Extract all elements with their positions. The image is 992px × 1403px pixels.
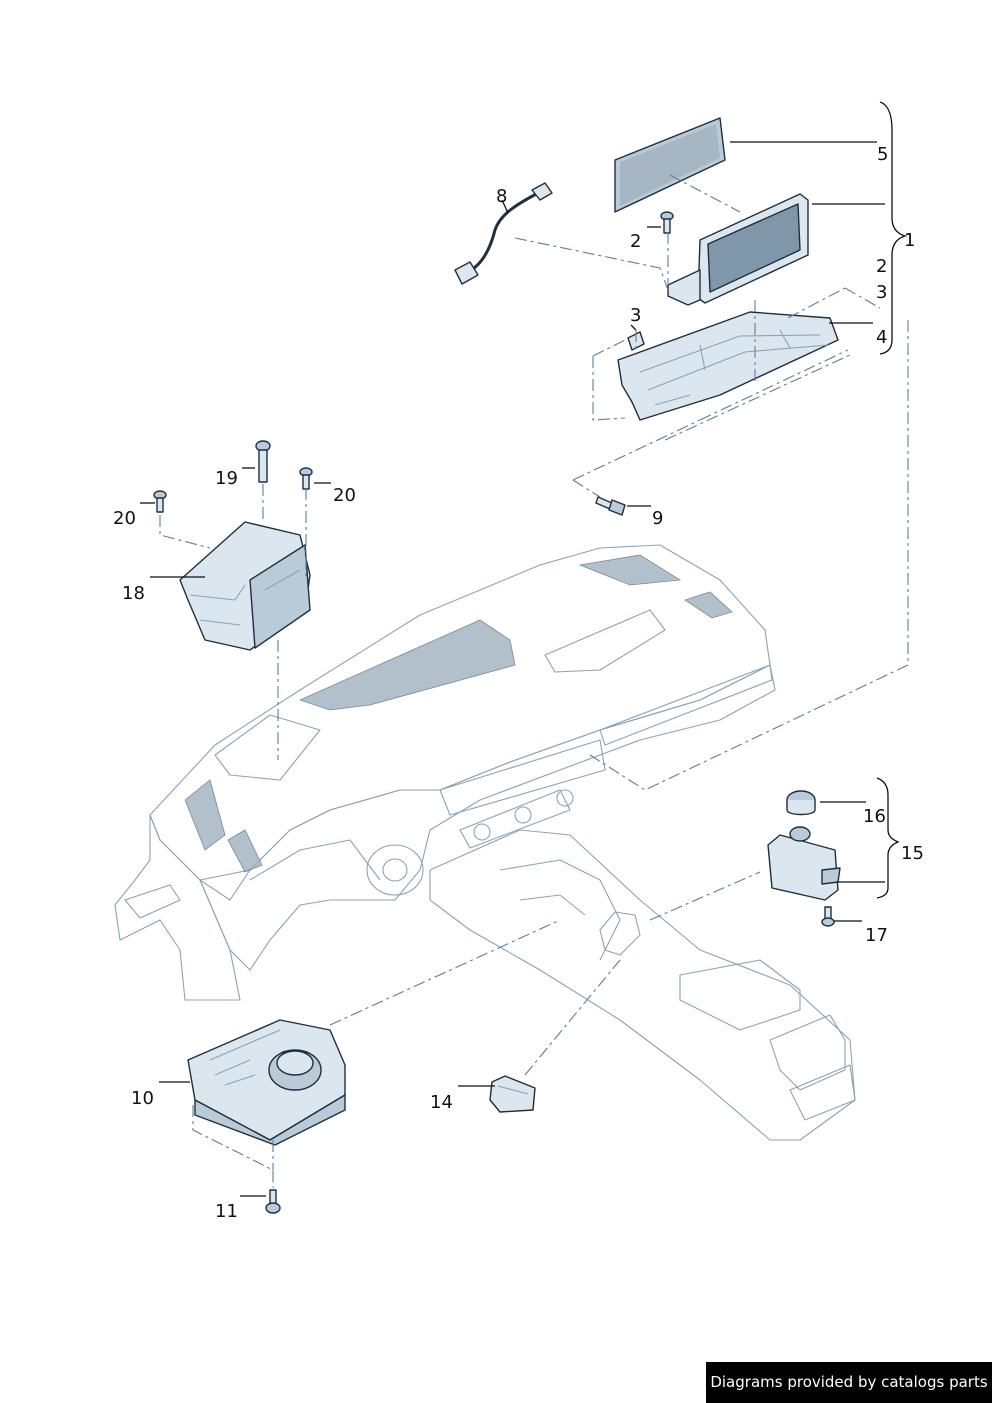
screw-part-17	[821, 906, 835, 927]
screw-part-20-right	[299, 467, 313, 490]
credit-text: Diagrams provided by catalogs parts	[710, 1373, 988, 1391]
dashboard-assembly	[114, 544, 856, 1141]
switch-part-14	[489, 1075, 536, 1113]
bolt-part-19	[255, 440, 271, 483]
callout-9: 9	[652, 508, 663, 529]
callout-8: 8	[496, 186, 507, 207]
callout-10: 10	[131, 1088, 154, 1109]
callout-20-right: 20	[333, 485, 356, 506]
display-bracket-part-4	[617, 311, 839, 421]
cable-harness-part-8	[454, 182, 553, 285]
callout-1: 1	[904, 230, 915, 251]
control-unit-part-18	[179, 521, 311, 651]
bolt-part-9	[595, 496, 626, 516]
callout-3-bracket: 3	[876, 282, 887, 303]
callout-17: 17	[865, 925, 888, 946]
callout-2-bracket: 2	[876, 256, 887, 277]
knob-part-16	[786, 790, 816, 816]
callout-4: 4	[876, 327, 887, 348]
display-cover-glass-part-5	[614, 117, 726, 213]
callout-15: 15	[901, 843, 924, 864]
mmi-control-panel-part-10	[187, 1019, 346, 1146]
display-unit-part-1	[667, 193, 809, 306]
screw-part-2	[660, 211, 674, 234]
callout-2: 2	[630, 231, 641, 252]
rotary-control-part-15	[767, 826, 841, 901]
callout-5: 5	[877, 144, 888, 165]
callout-leader-lines	[140, 101, 908, 1197]
screw-part-11	[265, 1189, 281, 1214]
callout-3: 3	[630, 305, 641, 326]
callout-numbers: 1 2 2 3 3 4 5 8 9 10 11 14 15 16 17 18 1…	[113, 144, 924, 1222]
callout-11: 11	[215, 1201, 238, 1222]
screw-part-20-left	[153, 490, 167, 513]
callout-14: 14	[430, 1092, 453, 1113]
callout-18: 18	[122, 583, 145, 604]
callout-20-left: 20	[113, 508, 136, 529]
assembly-dash-lines	[159, 174, 909, 1188]
credit-footer: Diagrams provided by catalogs parts	[706, 1362, 992, 1403]
callout-19: 19	[215, 468, 238, 489]
callout-16: 16	[863, 806, 886, 827]
